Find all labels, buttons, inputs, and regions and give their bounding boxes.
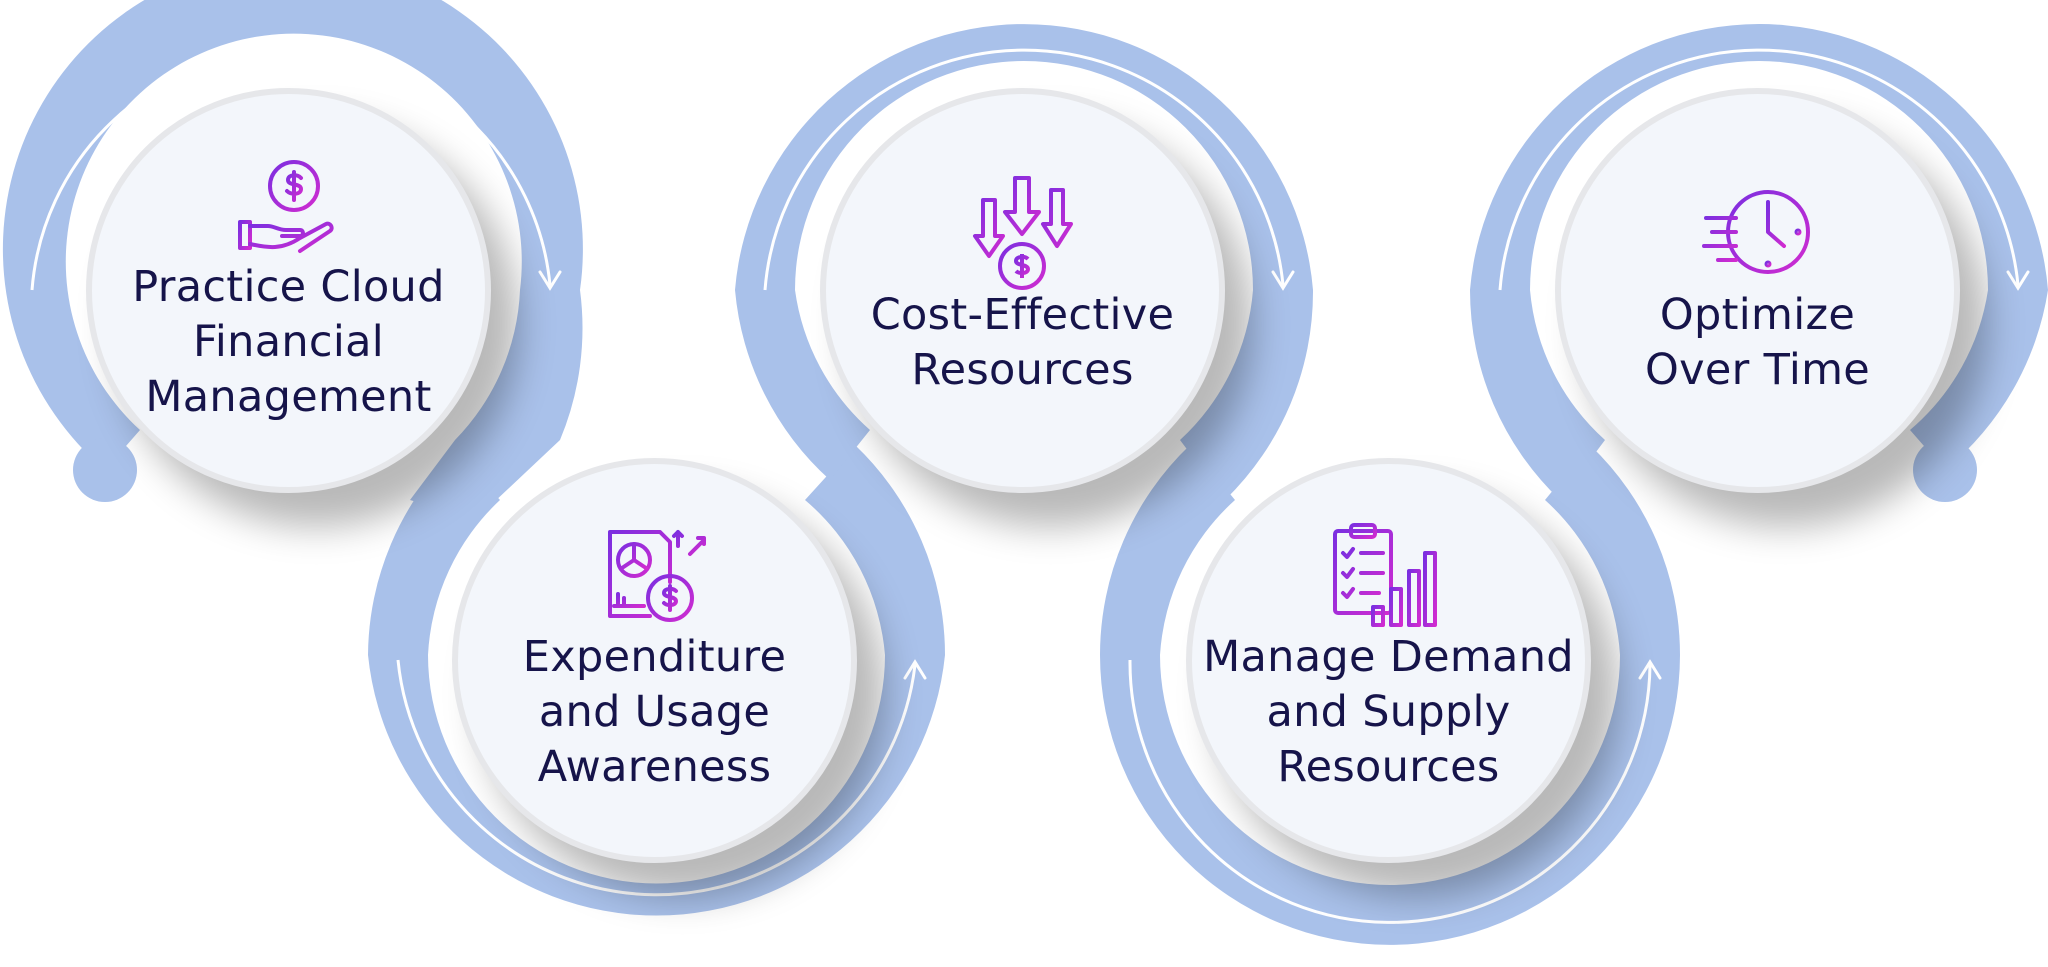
step-1-label: Practice Cloud Financial Management bbox=[132, 262, 445, 422]
fast-clock-icon bbox=[1698, 184, 1818, 284]
step-3-label: Cost-Effective Resources bbox=[870, 289, 1175, 395]
step-2-circle: Expenditure and Usage Awareness bbox=[452, 458, 857, 863]
step-1-circle: Practice Cloud Financial Management bbox=[86, 88, 491, 493]
clipboard-bar-chart-icon bbox=[1329, 523, 1449, 629]
step-2-label: Expenditure and Usage Awareness bbox=[522, 632, 787, 792]
down-arrows-dollar-icon bbox=[963, 175, 1083, 290]
step-5-label: Optimize Over Time bbox=[1644, 289, 1871, 395]
step-4-circle: Manage Demand and Supply Resources bbox=[1186, 458, 1591, 863]
step-4-label: Manage Demand and Supply Resources bbox=[1203, 632, 1574, 792]
step-3-circle: Cost-Effective Resources bbox=[820, 88, 1225, 493]
report-chart-dollar-icon bbox=[595, 526, 715, 626]
step-5-circle: Optimize Over Time bbox=[1555, 88, 1960, 493]
hand-holding-dollar-icon bbox=[229, 156, 349, 256]
